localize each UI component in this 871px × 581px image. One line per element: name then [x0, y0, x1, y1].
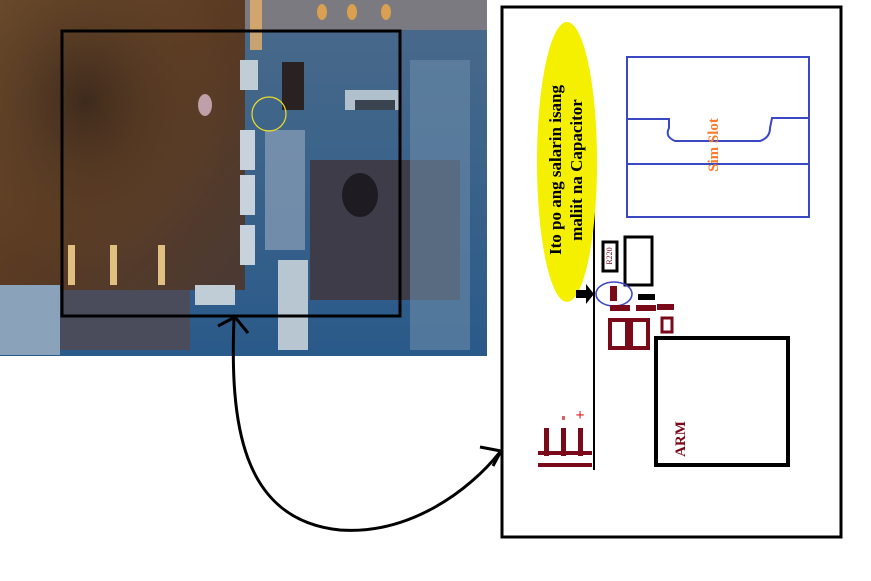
arrowhead-top-icon: [217, 315, 250, 334]
suspect-capacitor-highlight: [251, 96, 287, 132]
callout-line-1: Ito po ang salarin isang: [546, 84, 565, 256]
suspect-capacitor: [610, 286, 617, 301]
zoom-box: [60, 29, 402, 318]
small-component: [638, 294, 655, 300]
callout-bubble: [537, 22, 597, 302]
arm-label: ARM: [673, 421, 689, 457]
callout-text: Ito po ang salarin isang maliit na Capac…: [545, 20, 589, 320]
resistor-label: R220: [605, 247, 614, 265]
resistor-r220: [601, 240, 619, 273]
callout-line-2: maliit na Capacitor: [567, 99, 586, 241]
sim-slot-label: Sim Slot: [706, 118, 722, 172]
arm-chip: [654, 336, 790, 467]
connector-arrow: [231, 317, 502, 532]
small-component: [657, 304, 674, 310]
small-component: [636, 305, 656, 311]
component-outline: [623, 235, 654, 287]
small-component: [660, 316, 674, 334]
small-component: [610, 305, 630, 311]
small-component: [608, 318, 629, 350]
plus-sign: +: [575, 407, 585, 424]
sim-slot: [626, 56, 810, 218]
small-component: [629, 318, 650, 350]
battery-connector: [538, 416, 592, 467]
pcb-photo: [0, 0, 487, 356]
pointer-arrow-icon: [576, 284, 594, 304]
